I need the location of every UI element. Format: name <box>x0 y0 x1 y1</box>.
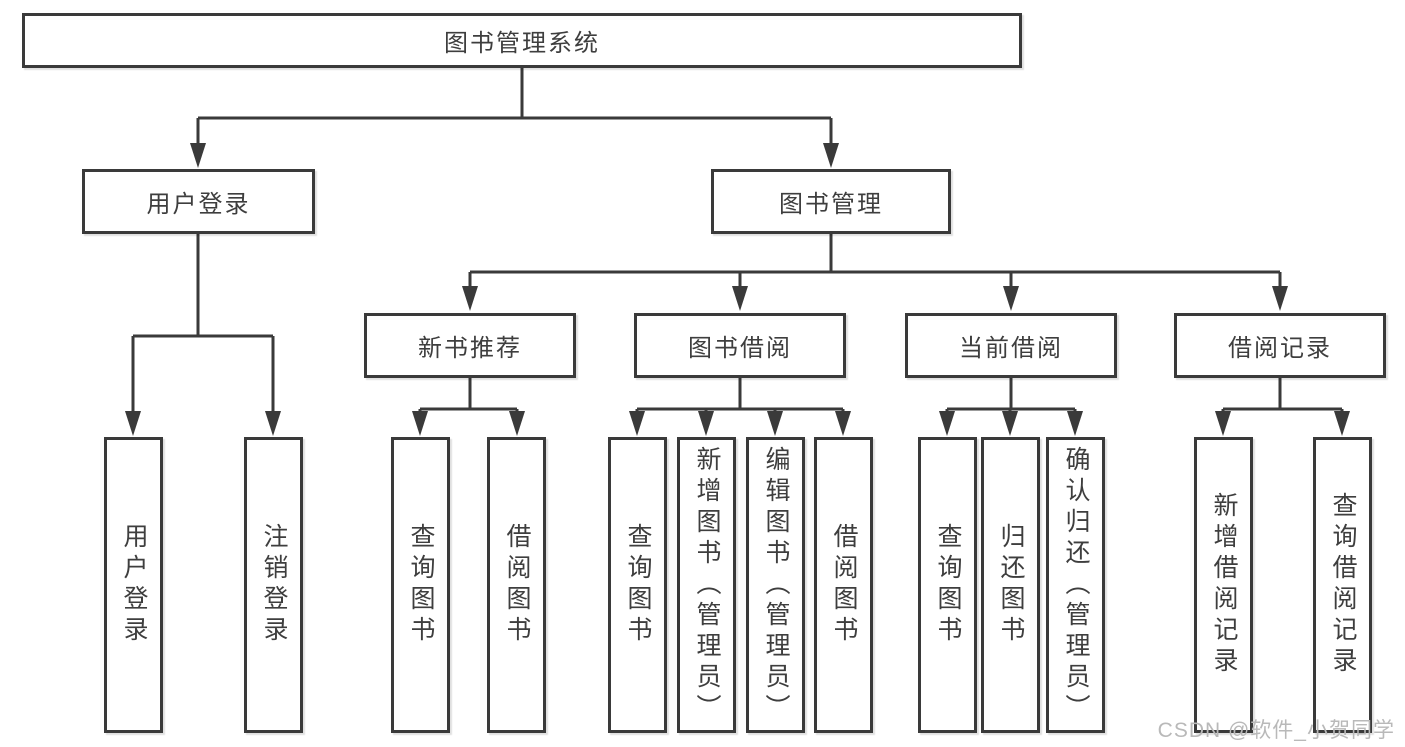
leaf-current-confirm-return-admin: 确认归还（管理员） <box>1046 437 1105 733</box>
arrow-icon <box>732 286 748 311</box>
arrow-icon <box>509 411 525 436</box>
connector-user-login-children <box>131 234 275 414</box>
leaf-label: 查询图书 <box>407 523 435 647</box>
node-label: 用户登录 <box>146 191 251 218</box>
leaf-label: 编辑图书（管理员） <box>762 445 790 725</box>
connector-current-borrow-children <box>945 378 1077 414</box>
leaf-label: 归还图书 <box>997 523 1025 647</box>
node-label: 当前借阅 <box>959 335 1063 362</box>
leaf-label: 新增借阅记录 <box>1210 492 1238 678</box>
connector-borrow-record-children <box>1221 378 1344 414</box>
leaf-newbook-query-books: 查询图书 <box>391 437 450 733</box>
arrow-icon <box>412 411 428 436</box>
leaf-label: 查询图书 <box>624 523 652 647</box>
arrow-icon <box>1334 411 1350 436</box>
leaf-label: 注销登录 <box>260 523 288 647</box>
leaf-label: 查询借阅记录 <box>1329 492 1357 678</box>
arrow-icon <box>265 411 281 436</box>
leaf-borrow-query-books: 查询图书 <box>608 437 667 733</box>
node-book-borrowing: 图书借阅 <box>634 313 846 378</box>
leaf-current-return-books: 归还图书 <box>981 437 1040 733</box>
arrow-icon <box>1003 286 1019 311</box>
node-root-library-system: 图书管理系统 <box>22 13 1022 68</box>
leaf-newbook-borrow-books: 借阅图书 <box>487 437 546 733</box>
arrow-icon <box>190 143 206 168</box>
arrow-icon <box>1002 411 1018 436</box>
arrow-icon <box>125 411 141 436</box>
node-borrowing-records: 借阅记录 <box>1174 313 1386 378</box>
leaf-label: 借阅图书 <box>503 523 531 647</box>
node-label: 图书管理系统 <box>444 30 600 57</box>
arrow-icon <box>823 143 839 168</box>
arrow-icon <box>698 411 714 436</box>
node-label: 图书借阅 <box>688 335 792 362</box>
node-book-management: 图书管理 <box>711 169 951 234</box>
node-label: 借阅记录 <box>1228 335 1332 362</box>
arrow-icon <box>462 286 478 311</box>
connector-book-borrow-children <box>635 378 845 414</box>
leaf-label: 新增图书（管理员） <box>693 445 721 725</box>
csdn-watermark: CSDN @软件_小贺同学 <box>1157 719 1395 742</box>
node-label: 图书管理 <box>779 191 883 218</box>
node-new-book-recommendation: 新书推荐 <box>364 313 576 378</box>
leaf-record-add-borrow-record: 新增借阅记录 <box>1194 437 1253 733</box>
leaf-record-query-borrow-record: 查询借阅记录 <box>1313 437 1372 733</box>
connector-book-management-children <box>468 234 1282 290</box>
leaf-borrow-edit-books-admin: 编辑图书（管理员） <box>746 437 805 733</box>
leaf-label: 查询图书 <box>934 523 962 647</box>
connector-new-book-children <box>418 378 519 414</box>
arrow-icon <box>1067 411 1083 436</box>
arrow-icon <box>835 411 851 436</box>
leaf-logout: 注销登录 <box>244 437 303 733</box>
arrow-icon <box>629 411 645 436</box>
leaf-user-login: 用户登录 <box>104 437 163 733</box>
arrow-icon <box>939 411 955 436</box>
leaf-label: 确认归还（管理员） <box>1062 445 1090 725</box>
leaf-current-query-books: 查询图书 <box>918 437 977 733</box>
arrowheads <box>125 143 1350 436</box>
node-current-borrowing: 当前借阅 <box>905 313 1117 378</box>
connector-root-to-level2 <box>196 68 833 146</box>
arrow-icon <box>1272 286 1288 311</box>
node-label: 新书推荐 <box>418 335 522 362</box>
node-user-login: 用户登录 <box>82 169 315 234</box>
leaf-label: 用户登录 <box>120 523 148 647</box>
leaf-borrow-borrow-books: 借阅图书 <box>814 437 873 733</box>
arrow-icon <box>1215 411 1231 436</box>
arrow-icon <box>767 411 783 436</box>
leaf-borrow-add-books-admin: 新增图书（管理员） <box>677 437 736 733</box>
leaf-label: 借阅图书 <box>830 523 858 647</box>
